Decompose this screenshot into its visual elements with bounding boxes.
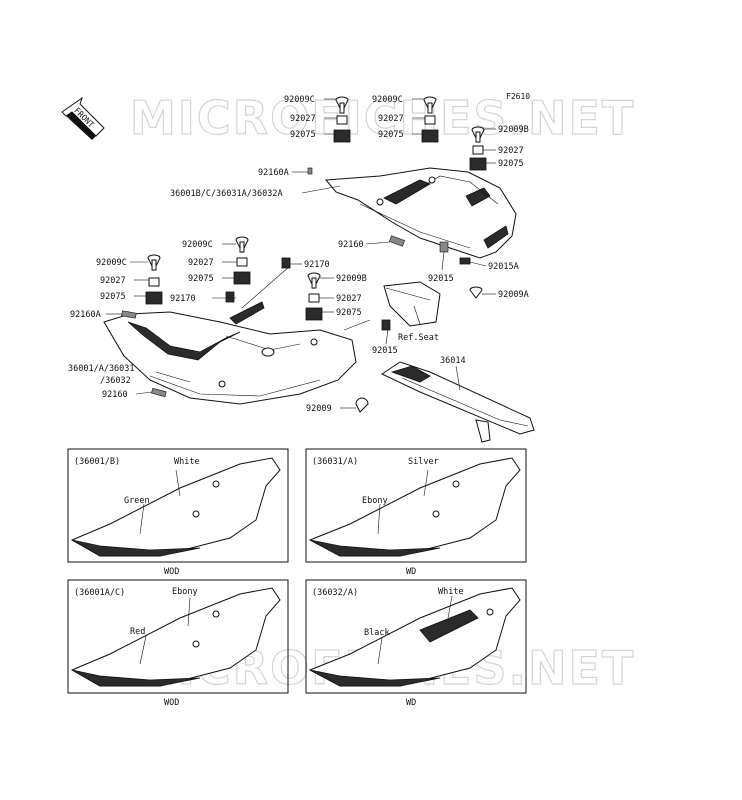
callout-92027-4: 92027	[100, 276, 126, 286]
callout-92027-5: 92027	[188, 258, 214, 268]
hardware-stack-3	[469, 126, 487, 171]
front-arrow-icon: FRONT	[61, 96, 105, 140]
callout-92027-1: 92027	[290, 114, 316, 124]
hardware-stack-5	[233, 236, 251, 285]
callout-92009b-2: 92009B	[336, 274, 367, 284]
lower-side-cowl	[103, 301, 357, 405]
variant-code-1: (36001/B)	[74, 457, 120, 467]
callout-92170-1: 92170	[304, 260, 330, 270]
clip-92170-b	[225, 291, 235, 303]
clip-92160a-lower	[121, 310, 137, 319]
variant-code-3: (36001A/C)	[74, 588, 125, 598]
variant-lower-color-4: Black	[364, 628, 390, 638]
callout-92160a-1: 92160A	[258, 168, 289, 178]
callout-36014: 36014	[440, 356, 466, 366]
callout-92009c-3: 92009C	[96, 258, 127, 268]
callout-92075-6: 92075	[336, 308, 362, 318]
callout-92075-2: 92075	[378, 130, 404, 140]
callout-92015a: 92015A	[488, 262, 519, 272]
pad-92160-lower	[151, 387, 167, 398]
callout-92027-3: 92027	[498, 146, 524, 156]
callout-92027-2: 92027	[378, 114, 404, 124]
callout-92015-2: 92015	[372, 346, 398, 356]
clip-92160a-upper	[307, 167, 313, 175]
variant-upper-color-1: White	[174, 457, 200, 467]
variant-upper-color-2: Silver	[408, 457, 439, 467]
variant-box-4: (36032/A) White Black WD	[305, 579, 527, 708]
callout-92160a-2: 92160A	[70, 310, 101, 320]
variant-lower-color-2: Ebony	[362, 496, 388, 506]
variant-model-3: WOD	[164, 698, 179, 708]
callout-92009b-1: 92009B	[498, 125, 529, 135]
variant-model-2: WD	[406, 567, 416, 577]
callout-92075-1: 92075	[290, 130, 316, 140]
figure-code: F2610	[506, 92, 530, 101]
callout-92170-2: 92170	[170, 294, 196, 304]
callout-92075-3: 92075	[498, 159, 524, 169]
watermark-top: MICROFICHES.NET	[130, 91, 635, 145]
leader-lines	[106, 98, 496, 409]
callout-92009c-2: 92009C	[372, 95, 403, 105]
callout-92015-1: 92015	[428, 274, 454, 284]
pad-92160-upper	[389, 235, 405, 247]
hardware-stack-1	[333, 96, 351, 143]
variant-code-4: (36032/A)	[312, 588, 358, 598]
callout-92009c-1: 92009C	[284, 95, 315, 105]
variant-model-4: WD	[406, 698, 416, 708]
variant-upper-color-4: White	[438, 587, 464, 597]
callout-92027-6: 92027	[336, 294, 362, 304]
seat-rail-cover	[380, 361, 535, 443]
variant-lower-color-3: Red	[130, 627, 145, 637]
callout-92160-1: 92160	[338, 240, 364, 250]
variant-code-2: (36031/A)	[312, 457, 358, 467]
callout-cowl-top: 36001B/C/36031A/36032A	[170, 189, 283, 199]
nut-92015-lower	[381, 319, 391, 331]
hardware-stack-4	[145, 254, 163, 305]
variant-box-1: (36001/B) White Green WOD	[67, 448, 289, 577]
seat-reference	[383, 281, 441, 327]
variant-model-1: WOD	[164, 567, 179, 577]
hardware-stack-6	[305, 272, 323, 321]
callout-92075-5: 92075	[188, 274, 214, 284]
callout-cowl-main-1: 36001/A/36031	[68, 364, 135, 374]
variant-upper-color-3: Ebony	[172, 587, 198, 597]
variant-box-2: (36031/A) Silver Ebony WD	[305, 448, 527, 577]
variant-box-3: (36001A/C) Ebony Red WOD	[67, 579, 289, 708]
callout-92160-2: 92160	[102, 390, 128, 400]
callout-92009: 92009	[306, 404, 332, 414]
callout-92075-4: 92075	[100, 292, 126, 302]
callout-92009c-4: 92009C	[182, 240, 213, 250]
callout-ref-seat: Ref.Seat	[398, 333, 439, 343]
screw-92009	[355, 397, 369, 413]
clip-92170-a	[281, 257, 291, 269]
callout-cowl-main-2: /36032	[100, 376, 131, 386]
callout-92009a: 92009A	[498, 290, 529, 300]
variant-lower-color-1: Green	[124, 496, 150, 506]
screw-92009a	[469, 286, 483, 299]
upper-tail-cowl	[324, 167, 517, 265]
hardware-stack-2	[421, 96, 439, 143]
